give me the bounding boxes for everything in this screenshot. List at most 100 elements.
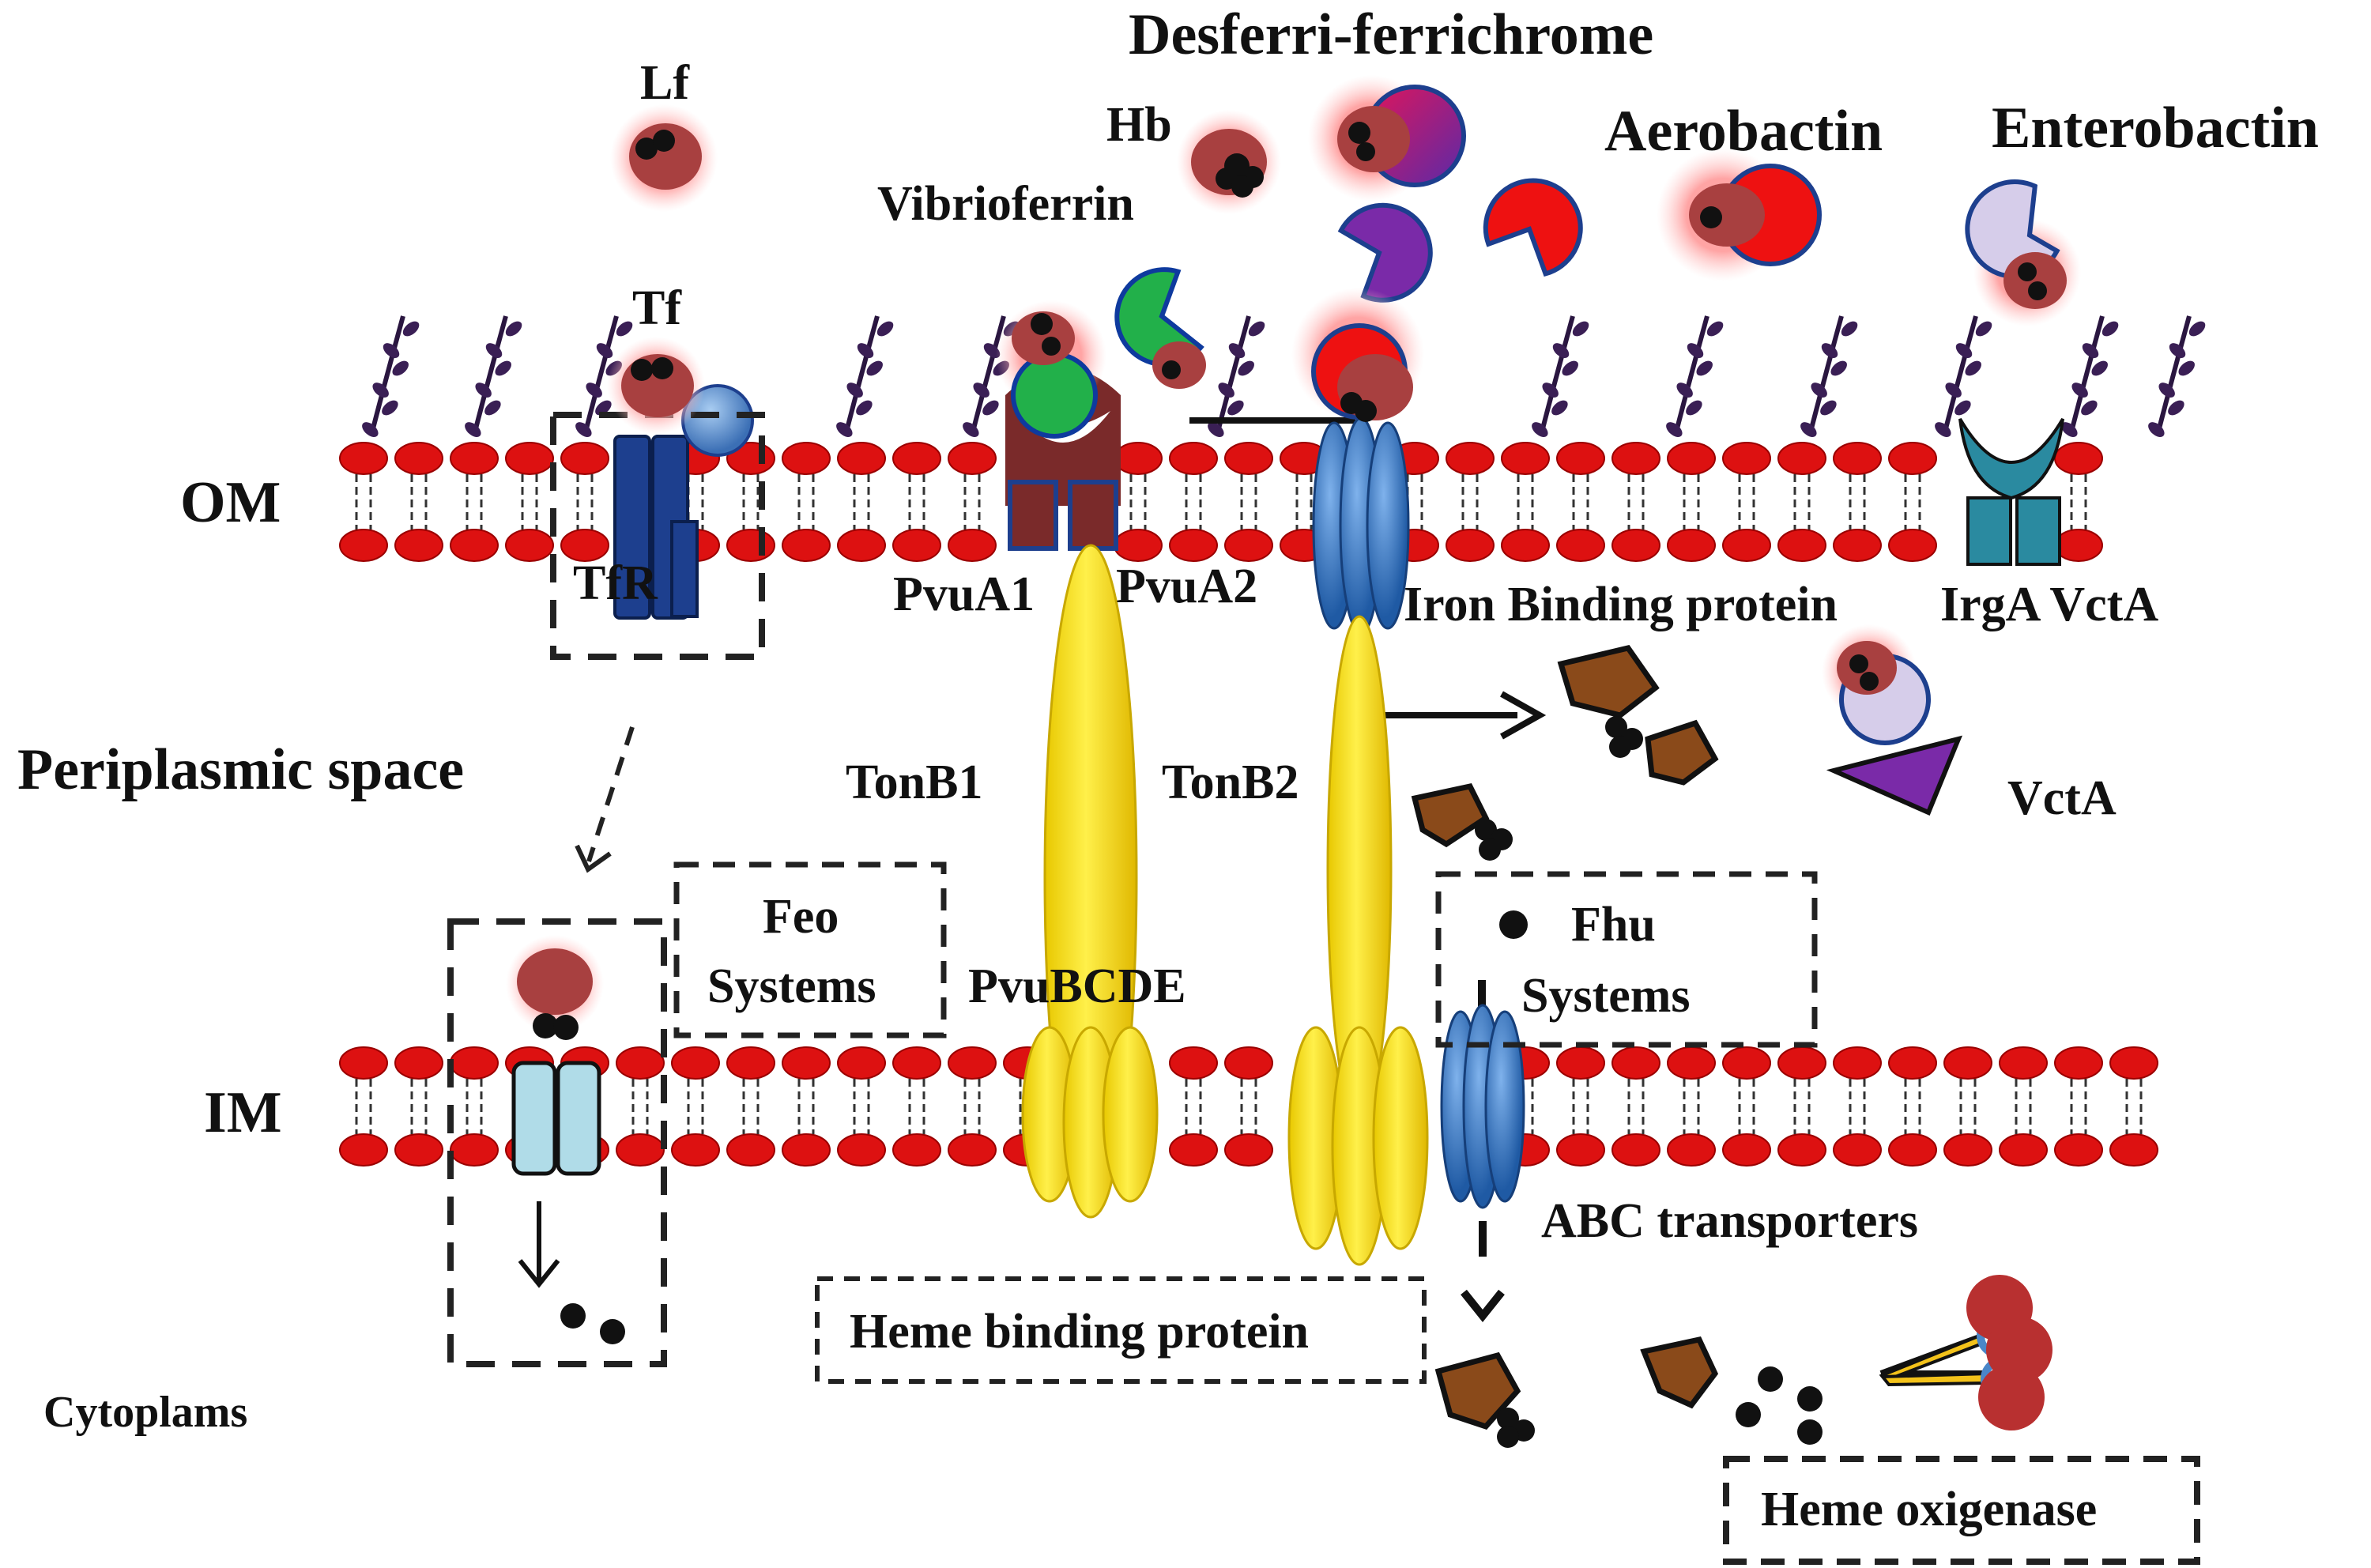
lipid-head [1114, 529, 1163, 562]
label-iron-binding-protein: Iron Binding protein [1404, 578, 1838, 631]
label-tf: Tf [632, 281, 682, 335]
heme-fragments-cytoplasm [1434, 1336, 1823, 1448]
lipid-head [726, 529, 775, 562]
lipid-head [1224, 1046, 1273, 1080]
lipid-head [339, 1133, 388, 1167]
lipid-head [1667, 529, 1716, 562]
lipid-head [1446, 529, 1495, 562]
lps-chain [362, 315, 420, 437]
lipid-head [2054, 529, 2103, 562]
lipid-head [1888, 1133, 1937, 1167]
lipid-head [1777, 1046, 1826, 1080]
lipid-head [339, 529, 388, 562]
label-desferri-ferrichrome: Desferri-ferrichrome [1129, 2, 1653, 67]
tfr-to-im-arrow [586, 726, 635, 862]
lipid-head [1169, 1133, 1218, 1167]
red-siderophore-free [1483, 178, 1583, 277]
abc-transporter [1440, 980, 1525, 1323]
lipid-head [1999, 1046, 2048, 1080]
label-fhu-systems: Systems [1521, 969, 1691, 1023]
label-vibrioferrin: Vibrioferrin [877, 177, 1134, 231]
lipid-head [1169, 442, 1218, 475]
lipid-head [560, 529, 609, 562]
lipid-head [1556, 1046, 1605, 1080]
label-heme-binding-protein: Heme binding protein [850, 1305, 1309, 1359]
label-cytoplams: Cytoplams [43, 1388, 247, 1437]
lipid-head [1224, 1133, 1273, 1167]
label-feo-systems: Systems [707, 959, 876, 1013]
lipid-head [1833, 529, 1882, 562]
lipid-head [837, 1133, 886, 1167]
fhu-systems-box [1435, 871, 1818, 1048]
label-tfr: TfR [573, 556, 658, 610]
heme-binding-protein-box [815, 1276, 1427, 1384]
lipid-head [505, 529, 554, 562]
tonb2-protein [1287, 615, 1429, 1266]
tf-ligand [607, 337, 705, 435]
heme-fragments-periplasm [1411, 645, 1719, 861]
lipid-head [1169, 529, 1218, 562]
scissors-icon [1879, 1275, 2052, 1430]
lipid-head [339, 442, 388, 475]
label-tonb1: TonB1 [846, 756, 983, 809]
fhu-iron-dot [1499, 910, 1528, 939]
lps-chain [1935, 315, 1992, 437]
lipid-head [616, 1133, 665, 1167]
lipid-head [2054, 442, 2103, 475]
lipid-head [1722, 529, 1771, 562]
lipid-head [394, 529, 443, 562]
lipid-head [560, 442, 609, 475]
lipid-head [1722, 1133, 1771, 1167]
lps-chain [1532, 315, 1589, 437]
lps-chain [2148, 315, 2206, 437]
lipid-head [1667, 1133, 1716, 1167]
lipid-head [837, 529, 886, 562]
label-irga-vcta: IrgA VctA [1940, 578, 2158, 631]
aerobactin-complex [1657, 149, 1822, 281]
lipid-head [1943, 1133, 1992, 1167]
lipid-head [1722, 442, 1771, 475]
lipid-head [1556, 1133, 1605, 1167]
label-fhu: Fhu [1571, 898, 1656, 952]
lipid-head [1611, 442, 1660, 475]
label-pvua1: PvuA1 [893, 567, 1035, 621]
vibrioferrin-complex [996, 300, 1106, 439]
lipid-head [1888, 529, 1937, 562]
lipid-head [1833, 1133, 1882, 1167]
label-im: IM [204, 1080, 282, 1145]
lf-ligand [610, 104, 718, 212]
lipid-head [782, 1133, 831, 1167]
lipid-head [1224, 529, 1273, 562]
tonb1-protein [1021, 544, 1159, 1219]
lipid-head [948, 1046, 997, 1080]
lps-chain [465, 315, 522, 437]
label-om: OM [180, 470, 281, 535]
label-lf: Lf [640, 56, 690, 110]
lps-chain [836, 315, 894, 437]
label-hb: Hb [1106, 98, 1172, 152]
label-pvubcde: PvuBCDE [968, 959, 1186, 1013]
lps-chain [1800, 315, 1858, 437]
lipid-head [394, 1133, 443, 1167]
lipid-head [1501, 529, 1550, 562]
lipid-head [671, 1133, 720, 1167]
lipid-head [505, 442, 554, 475]
lipid-head [339, 1046, 388, 1080]
lipid-head [1888, 1046, 1937, 1080]
lipid-head [782, 442, 831, 475]
label-aerobactin: Aerobactin [1604, 99, 1883, 164]
label-periplasmic-space: Periplasmic space [17, 737, 464, 802]
lipid-head [2054, 1133, 2103, 1167]
lipid-head [1501, 442, 1550, 475]
lipid-head [1777, 1133, 1826, 1167]
lipid-head [892, 529, 941, 562]
lipid-head [616, 1046, 665, 1080]
label-enterobactin: Enterobactin [1992, 96, 2319, 160]
lipid-head [1114, 442, 1163, 475]
lipid-head [726, 1133, 775, 1167]
lipid-head [892, 1133, 941, 1167]
label-tonb2: TonB2 [1162, 756, 1299, 809]
lipid-head [1446, 442, 1495, 475]
lipid-head [782, 529, 831, 562]
